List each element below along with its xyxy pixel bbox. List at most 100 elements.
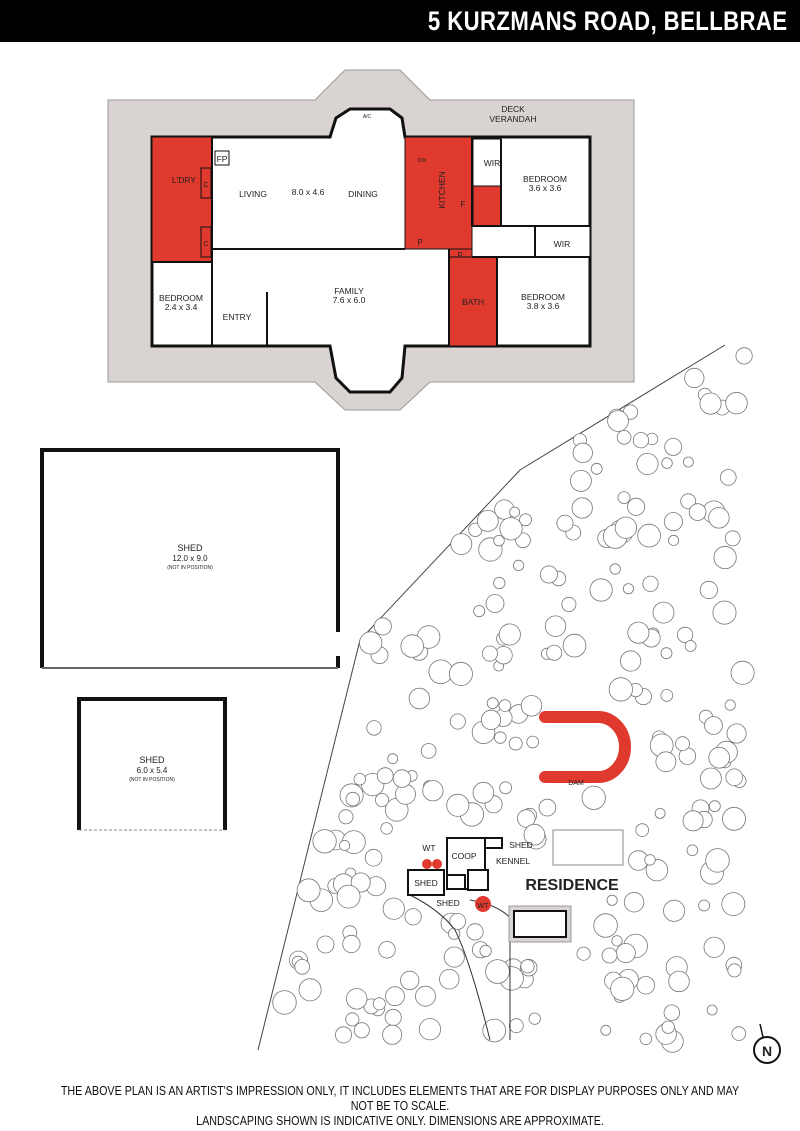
property-address: 5 KURZMANS ROAD, BELLBRAE: [428, 6, 788, 36]
tree-icon: [485, 594, 505, 613]
tree-icon: [668, 970, 690, 993]
tree-icon: [661, 1020, 675, 1034]
tree-icon: [353, 773, 367, 786]
tree-icon: [600, 1024, 612, 1036]
tree-icon: [485, 959, 510, 984]
kennel-label: KENNEL: [496, 856, 530, 866]
tree-icon: [576, 946, 591, 961]
tree-icon: [473, 605, 486, 618]
tree-icon: [544, 615, 567, 637]
tree-icon: [623, 892, 645, 913]
fireplace-label: FP: [217, 154, 228, 164]
tree-icon: [520, 695, 543, 717]
shed-label: SHED: [139, 755, 165, 765]
bath-label: BATH: [462, 297, 484, 307]
shed-label: SHED: [509, 840, 533, 850]
tree-icon: [380, 822, 393, 835]
water-tank: [432, 859, 442, 869]
tree-icon: [443, 946, 465, 968]
dam: [539, 711, 631, 783]
tree-icon: [661, 457, 673, 469]
tree-icon: [722, 806, 746, 831]
tree-icon: [449, 913, 467, 930]
tree-icon: [546, 644, 563, 661]
shed-note: (NOT IN POSITION): [167, 565, 213, 571]
site-boundary: [257, 344, 726, 1051]
kitchen-room: [404, 136, 473, 250]
outbuildings: [407, 837, 503, 896]
tree-icon: [607, 410, 629, 432]
tree-icon: [652, 601, 675, 624]
tree-icon: [617, 491, 631, 505]
tree-icon: [663, 899, 686, 922]
tree-icon: [700, 767, 722, 790]
tree-icon: [668, 534, 680, 546]
water-tank: [475, 896, 491, 912]
tree-icon: [731, 1026, 747, 1041]
dam-label: DAM: [568, 780, 584, 787]
tree-icon: [376, 767, 394, 785]
tree-icon: [572, 442, 593, 463]
tree-icon: [712, 600, 737, 625]
tree-icon: [345, 1012, 360, 1027]
shed-dims: 12.0 x 9.0: [172, 554, 208, 563]
tree-icon: [449, 713, 466, 730]
tree-icon: [482, 1018, 507, 1043]
tree-icon: [418, 1018, 441, 1041]
tree-icon: [494, 731, 507, 744]
tree-icon: [705, 848, 730, 873]
room-labels: DECK VERANDAH A/C FP L'DRY C C LIVING 8.…: [159, 104, 570, 322]
tree-icon: [366, 720, 382, 736]
tree-icon: [639, 1032, 653, 1046]
tree-icon: [660, 647, 673, 660]
tree-icon: [364, 848, 383, 867]
tree-icon: [539, 565, 558, 584]
wir-label: WIR: [484, 158, 501, 168]
tree-icon: [688, 503, 707, 521]
tree-icon: [517, 809, 536, 828]
tree-icon: [642, 575, 659, 592]
tree-icon: [615, 943, 636, 964]
tree-icon: [556, 514, 574, 532]
tree-icon: [675, 736, 690, 752]
tree-icon: [346, 988, 368, 1010]
tree-icon: [635, 823, 649, 837]
north-arrow: N: [753, 1023, 781, 1064]
tree-icon: [538, 798, 557, 817]
disclaimer: THE ABOVE PLAN IS AN ARTIST'S IMPRESSION…: [56, 1084, 744, 1129]
tree-icon: [632, 432, 650, 449]
tree-icon: [372, 997, 386, 1011]
tree-icon: [498, 699, 512, 712]
trees: [272, 347, 755, 1053]
tree-icon: [699, 392, 722, 415]
tree-icon: [294, 958, 311, 975]
wt-label: WT: [478, 903, 490, 910]
tree-icon: [404, 908, 422, 926]
tree-icon: [374, 793, 389, 808]
entry-label: ENTRY: [223, 312, 252, 322]
tree-icon: [342, 934, 361, 954]
tree-icon: [480, 709, 502, 731]
tree-icon: [450, 533, 473, 555]
tree-icon: [415, 985, 436, 1007]
tree-icon: [637, 523, 661, 548]
tree-icon: [466, 923, 484, 941]
tree-icon: [644, 854, 656, 866]
shed-large: SHED 12.0 x 9.0 (NOT IN POSITION): [40, 448, 340, 669]
tree-icon: [570, 469, 592, 492]
tree-icon: [725, 768, 744, 787]
tree-icon: [499, 781, 513, 795]
north-label: N: [762, 1043, 772, 1059]
bedroom-dims: 3.8 x 3.6: [527, 301, 560, 311]
tree-icon: [422, 780, 444, 802]
tree-icon: [519, 513, 532, 527]
coop-label: COOP: [451, 851, 476, 861]
tree-icon: [498, 623, 521, 646]
tree-icon: [724, 530, 741, 547]
wt-label: WT: [422, 843, 435, 853]
tree-icon: [654, 808, 666, 819]
tree-icon: [526, 735, 539, 749]
tree-icon: [684, 640, 697, 652]
tree-icon: [400, 970, 420, 991]
tree-icon: [448, 661, 473, 686]
